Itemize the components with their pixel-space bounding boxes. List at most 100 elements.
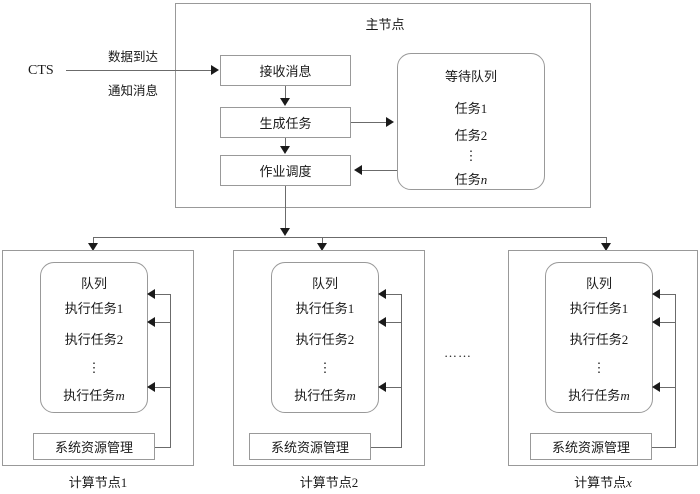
- wait-queue-item-last-prefix: 任务: [454, 172, 481, 187]
- compute-node-2-resource-manager-label: 系统资源管理: [270, 440, 349, 455]
- wait-queue-box: 等待队列 任务1 任务2 ⋮ 任务n: [397, 53, 545, 190]
- compute-node-x-feedback-arrow-3: [652, 382, 660, 392]
- process-job-schedule: 作业调度: [220, 155, 351, 186]
- compute-node-1-container: [2, 250, 194, 466]
- compute-node-1-feedback-base: [155, 447, 171, 448]
- wait-queue-item-2: 任务2: [454, 128, 488, 143]
- compute-node-x-feedback-base: [652, 447, 676, 448]
- compute-node-x-task-2: 执行任务2: [569, 332, 629, 347]
- arrowhead-to-node-x: [601, 243, 611, 251]
- arrowhead-waitqueue-to-schedule: [354, 165, 362, 175]
- compute-node-1-feedback-arrow-3: [147, 382, 155, 392]
- compute-node-1-resource-manager-label: 系统资源管理: [54, 440, 133, 455]
- compute-node-2-label: 计算节点2: [279, 472, 379, 491]
- compute-node-1-task-last: 执行任务m: [41, 385, 147, 404]
- compute-node-x-feedback-bus: [675, 294, 676, 447]
- compute-node-2-label-prefix: 计算节点: [299, 475, 352, 490]
- arrowhead-receive-to-generate: [280, 98, 290, 106]
- compute-node-x-task-1: 执行任务1: [569, 301, 629, 316]
- distribution-bus: [93, 237, 606, 238]
- edge-schedule-down-trunk: [285, 186, 286, 229]
- branch-to-node-1: [93, 237, 94, 246]
- compute-node-1-ellipsis: ⋮: [87, 360, 101, 375]
- compute-node-2-feedback-base: [371, 447, 402, 448]
- compute-node-x-resource-manager: 系统资源管理: [530, 433, 652, 460]
- compute-node-x-feedback-arrow-1: [652, 289, 660, 299]
- process-generate-task: 生成任务: [220, 107, 351, 138]
- branch-to-node-2: [322, 237, 323, 246]
- compute-node-2-task-last-index: m: [346, 388, 356, 403]
- process-job-schedule-label: 作业调度: [259, 164, 312, 179]
- compute-node-x-feedback-branch-1: [660, 294, 676, 295]
- edge-generate-to-schedule: [285, 138, 286, 147]
- compute-node-1-feedback-bus: [170, 294, 171, 447]
- edge-receive-to-generate: [285, 86, 286, 99]
- compute-node-x-label-prefix: 计算节点: [574, 475, 627, 490]
- compute-node-1-label-prefix: 计算节点: [68, 475, 121, 490]
- master-node-container: [175, 3, 591, 208]
- compute-node-1-feedback-branch-3: [155, 387, 171, 388]
- wait-queue-item-last-index: n: [480, 172, 488, 187]
- edge-label-data-arrival: 数据到达: [107, 50, 158, 64]
- compute-node-2-ellipsis: ⋮: [318, 360, 332, 375]
- compute-node-1-feedback-arrow-1: [147, 289, 155, 299]
- compute-node-2-task-last-prefix: 执行任务: [294, 388, 347, 403]
- arrowhead-generate-to-schedule: [280, 146, 290, 154]
- compute-node-2-queue-title: 队列: [311, 276, 338, 291]
- compute-node-1-task-last-prefix: 执行任务: [63, 388, 116, 403]
- compute-node-x-feedback-arrow-2: [652, 317, 660, 327]
- compute-node-x-feedback-branch-3: [660, 387, 676, 388]
- branch-to-node-x: [606, 237, 607, 246]
- wait-queue-item-last: 任务n: [398, 169, 544, 188]
- compute-node-2-feedback-arrow-1: [378, 289, 386, 299]
- compute-node-2-task-2: 执行任务2: [295, 332, 355, 347]
- compute-node-x-task-last-index: m: [620, 388, 630, 403]
- compute-node-x-task-last: 执行任务m: [546, 385, 652, 404]
- compute-node-2-feedback-arrow-2: [378, 317, 386, 327]
- compute-nodes-ellipsis: ……: [444, 345, 472, 360]
- wait-queue-item-1: 任务1: [454, 101, 488, 116]
- compute-node-1-label: 计算节点1: [48, 472, 148, 491]
- wait-queue-title: 等待队列: [444, 69, 497, 84]
- arrowhead-to-node-1: [88, 243, 98, 251]
- edge-cts-to-receive: [66, 70, 212, 71]
- compute-node-2-feedback-branch-3: [386, 387, 402, 388]
- compute-node-x-task-last-prefix: 执行任务: [568, 388, 621, 403]
- compute-node-2-feedback-branch-2: [386, 322, 402, 323]
- compute-node-2-container: [233, 250, 425, 466]
- compute-node-1-task-2: 执行任务2: [64, 332, 124, 347]
- compute-node-x-container: [508, 250, 698, 466]
- compute-node-x-queue-box: 队列 执行任务1 执行任务2 ⋮ 执行任务m: [545, 262, 653, 413]
- compute-node-2-resource-manager: 系统资源管理: [249, 433, 371, 460]
- process-receive-message: 接收消息: [220, 55, 351, 86]
- process-generate-task-label: 生成任务: [259, 116, 312, 131]
- compute-node-1-queue-title: 队列: [80, 276, 107, 291]
- compute-node-1-task-last-index: m: [115, 388, 125, 403]
- master-node-title: 主节点: [365, 17, 405, 32]
- wait-queue-ellipsis: ⋮: [464, 148, 478, 163]
- compute-node-1-feedback-branch-2: [155, 322, 171, 323]
- edge-generate-to-waitqueue: [351, 122, 387, 123]
- compute-node-1-feedback-branch-1: [155, 294, 171, 295]
- compute-node-2-feedback-arrow-3: [378, 382, 386, 392]
- compute-node-x-ellipsis: ⋮: [592, 360, 606, 375]
- compute-node-2-label-index: 2: [351, 475, 359, 490]
- external-source-cts: CTS: [28, 63, 54, 78]
- compute-node-x-label: 计算节点x: [553, 472, 653, 491]
- compute-node-2-feedback-branch-1: [386, 294, 402, 295]
- compute-node-1-label-index: 1: [120, 475, 128, 490]
- compute-node-x-label-index: x: [626, 475, 632, 490]
- edge-waitqueue-to-schedule: [362, 170, 397, 171]
- arrowhead-cts-to-receive: [211, 65, 219, 75]
- arrowhead-to-node-2: [317, 243, 327, 251]
- compute-node-2-queue-box: 队列 执行任务1 执行任务2 ⋮ 执行任务m: [271, 262, 379, 413]
- compute-node-x-queue-title: 队列: [585, 276, 612, 291]
- compute-node-x-feedback-branch-2: [660, 322, 676, 323]
- compute-node-2-feedback-bus: [401, 294, 402, 447]
- compute-node-1-queue-box: 队列 执行任务1 执行任务2 ⋮ 执行任务m: [40, 262, 148, 413]
- process-receive-message-label: 接收消息: [259, 64, 312, 79]
- arrowhead-schedule-trunk: [280, 228, 290, 236]
- compute-node-1-task-1: 执行任务1: [64, 301, 124, 316]
- compute-node-1-feedback-arrow-2: [147, 317, 155, 327]
